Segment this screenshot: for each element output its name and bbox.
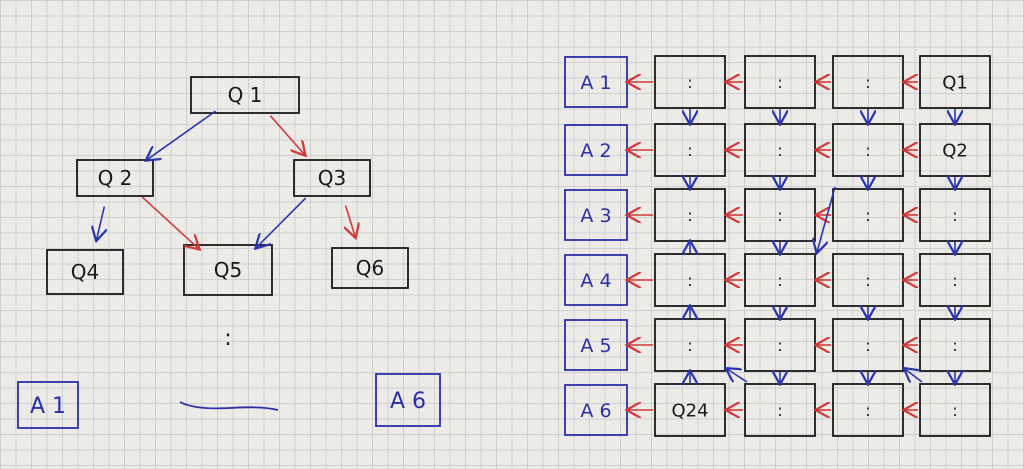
grid-cell-r4-c2: : [832,318,904,372]
tree-node-q4: Q4 [46,249,124,295]
tree-edge-q3-q6 [346,205,356,237]
grid-cell-r3-c3: : [919,253,991,307]
grid-cell-r2-c0: : [654,188,726,242]
grid-cell-r2-c2: : [832,188,904,242]
tree-edge-q1-q3 [269,115,304,155]
tree-node-q4-label: Q4 [71,260,99,284]
grid-cell-r2-c0-label: : [687,206,692,225]
grid-cell-r5-c0: Q24 [654,383,726,437]
tree-answer-a1-border [17,381,79,429]
tree-node-q1-border [190,76,300,114]
grid-answer-2-label: A 2 [580,140,611,162]
tree-node-q6-border [331,247,409,289]
grid-cell-r3-c1: : [744,253,816,307]
grid-cell-r2-c2-label: : [865,206,870,225]
grid-cell-r5-c1: : [744,383,816,437]
grid-answer-1: A 1 [564,56,628,108]
grid-cell-r0-c3-label: Q1 [942,72,968,93]
grid-cell-r0-c0: : [654,55,726,109]
grid-cell-r2-c3: : [919,188,991,242]
grid-answer-6: A 6 [564,384,628,436]
grid-cell-r1-c3-label: Q2 [942,140,968,161]
grid-cell-r1-c0: : [654,123,726,177]
grid-cell-r1-c1-label: : [777,141,782,160]
tree-edge-q2-q4 [97,206,105,240]
grid-answer-5: A 5 [564,319,628,371]
tree-answers-tilde [179,401,279,411]
grid-cell-r3-c1-label: : [777,271,782,290]
tree-node-q2-label: Q 2 [98,166,133,190]
grid-cell-r0-c1: : [744,55,816,109]
grid-cell-r3-c0-label: : [687,271,692,290]
tree-node-q5: Q5 [183,244,273,296]
grid-answer-3: A 3 [564,189,628,241]
grid-diag-arrow-r5c1 [727,369,748,382]
grid-cell-r5-c3: : [919,383,991,437]
grid-cell-r0-c2: : [832,55,904,109]
tree-node-q1-label: Q 1 [228,83,263,107]
tree-node-q5-label: Q5 [214,258,242,282]
grid-cell-r5-c3-label: : [952,401,957,420]
grid-diag-arrow-r5c3 [905,369,923,382]
grid-diagram: A 1A 2A 3A 4A 5A 6:::Q1:::Q2::::::::::::… [564,55,991,437]
tree-node-q6: Q6 [331,247,409,289]
tree-answer-a6: A 6 [375,373,441,427]
grid-answer-4-label: A 4 [580,270,611,292]
grid-cell-r1-c2: : [832,123,904,177]
grid-cell-r5-c2-label: : [865,401,870,420]
grid-answer-6-label: A 6 [580,400,611,422]
grid-cell-r4-c2-label: : [865,336,870,355]
grid-cell-r4-c0: : [654,318,726,372]
grid-answer-4: A 4 [564,254,628,306]
tree-answer-a6-label: A 6 [390,389,426,414]
tree-node-q5-border [183,244,273,296]
grid-diag-arrow-r2c2 [817,186,836,252]
grid-cell-r5-c1-label: : [777,401,782,420]
grid-cell-r2-c1: : [744,188,816,242]
tree-answer-a1-label: A 1 [30,394,66,419]
grid-cell-r4-c0-label: : [687,336,692,355]
grid-answer-2: A 2 [564,124,628,176]
tree-ellipsis: : [224,326,231,351]
grid-cell-r0-c1-label: : [777,73,782,92]
tree-edge-q1-q2 [147,110,216,160]
tree-answer-a1: A 1 [17,381,79,429]
grid-cell-r3-c3-label: : [952,271,957,290]
grid-cell-r4-c3: : [919,318,991,372]
tree-node-q6-label: Q6 [356,256,384,280]
grid-cell-r0-c2-label: : [865,73,870,92]
tree-node-q2: Q 2 [76,159,154,197]
grid-cell-r3-c2-label: : [865,271,870,290]
grid-cell-r1-c2-label: : [865,141,870,160]
tree-edge-q2-q5 [141,196,198,249]
tree-node-q3-label: Q3 [318,166,346,190]
grid-cell-r1-c0-label: : [687,141,692,160]
grid-answer-5-label: A 5 [580,335,611,357]
grid-cell-r1-c3: Q2 [919,123,991,177]
grid-cell-r5-c2: : [832,383,904,437]
grid-cell-r0-c3-border [919,55,991,109]
grid-cell-r4-c1: : [744,318,816,372]
tree-edge-q3-q5 [256,197,307,248]
grid-answer-3-label: A 3 [580,205,611,227]
grid-answer-1-label: A 1 [580,72,611,94]
tree-node-q1: Q 1 [190,76,300,114]
grid-cell-r4-c1-label: : [777,336,782,355]
grid-cell-r2-c1-label: : [777,206,782,225]
grid-cell-r1-c1: : [744,123,816,177]
grid-cell-r5-c0-label: Q24 [671,400,708,421]
grid-cell-r0-c0-label: : [687,73,692,92]
grid-cell-r2-c3-label: : [952,206,957,225]
grid-cell-r0-c3: Q1 [919,55,991,109]
tree-node-q3: Q3 [293,159,371,197]
tree-answer-a6-border [375,373,441,427]
grid-cell-r3-c0: : [654,253,726,307]
grid-cell-r3-c2: : [832,253,904,307]
tree-node-q2-border [76,159,154,197]
tree-node-q3-border [293,159,371,197]
tree-node-q4-border [46,249,124,295]
grid-cell-r4-c3-label: : [952,336,957,355]
